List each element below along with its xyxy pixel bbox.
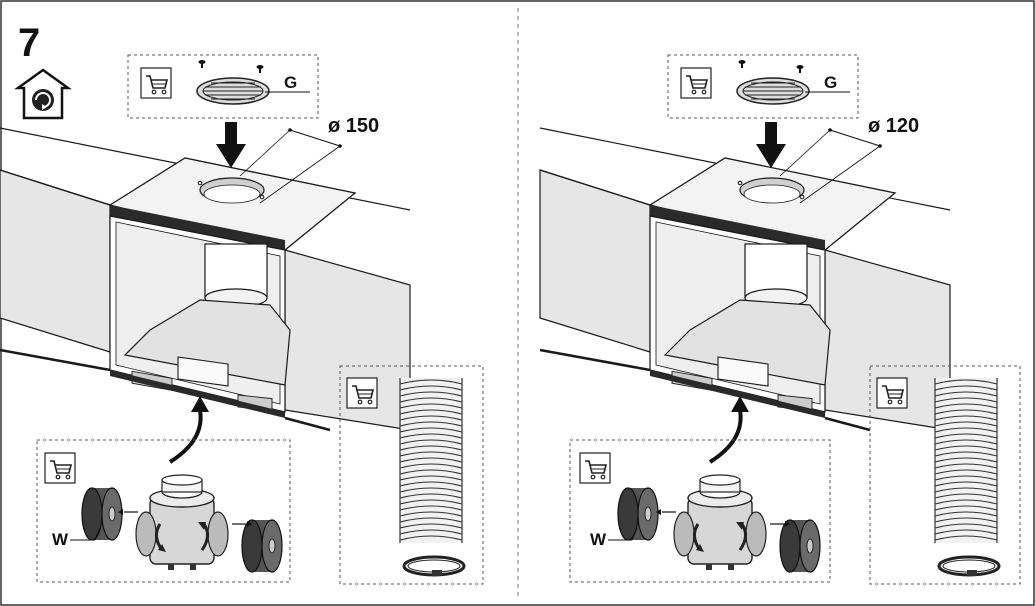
shopping-cart-icon	[140, 67, 172, 99]
diameter-label: ø 120	[868, 115, 919, 137]
filter-label: W	[52, 530, 69, 549]
screw-icon	[738, 60, 746, 68]
down-arrow-icon	[216, 122, 246, 168]
screw-icon	[256, 65, 264, 73]
grille-icon	[736, 77, 810, 105]
filter-label: W	[590, 530, 607, 549]
diameter-label: ø 150	[328, 115, 379, 137]
screw-icon	[796, 65, 804, 73]
recirculation-house-icon	[14, 68, 72, 120]
hose-accessory-box	[869, 365, 1021, 585]
grille-label: G	[824, 73, 837, 92]
carbon-filter-icon	[241, 519, 283, 573]
shopping-cart-icon	[346, 377, 378, 409]
grille-accessory-box	[127, 54, 319, 119]
carbon-filter-icon	[779, 519, 821, 573]
shopping-cart-icon	[876, 377, 908, 409]
panel-120: G ø 120 W	[538, 54, 1021, 585]
fan-kit-accessory-box	[36, 439, 291, 583]
fan-kit-accessory-box	[569, 439, 831, 583]
fan-motor-icon	[134, 473, 230, 572]
shopping-cart-icon	[680, 67, 712, 99]
flexible-duct-icon	[934, 377, 998, 544]
shopping-cart-icon	[44, 452, 76, 484]
grille-label: G	[284, 73, 297, 92]
grille-accessory-box	[667, 54, 859, 119]
carbon-filter-icon	[617, 487, 659, 541]
carbon-filter-icon	[81, 487, 123, 541]
panel-150: G ø 150 W	[0, 54, 484, 585]
screw-icon	[198, 60, 206, 68]
step-number: 7	[18, 21, 40, 65]
hose-clamp-icon	[937, 555, 1001, 578]
grille-icon	[196, 77, 270, 105]
fan-motor-icon	[672, 473, 768, 572]
flexible-duct-icon	[399, 377, 463, 544]
hose-clamp-icon	[402, 555, 466, 578]
down-arrow-icon	[756, 122, 786, 168]
hose-accessory-box	[339, 365, 484, 585]
up-arrow-icon	[708, 396, 749, 464]
up-arrow-icon	[168, 396, 209, 464]
shopping-cart-icon	[579, 452, 611, 484]
